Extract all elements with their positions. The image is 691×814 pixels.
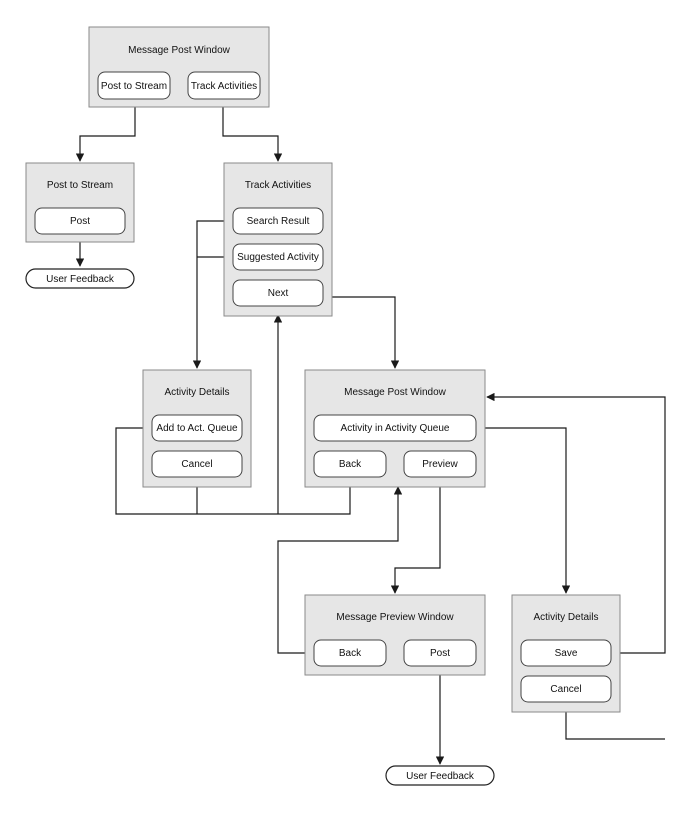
- post-button[interactable]: Post: [403, 639, 477, 667]
- window-title: Message Post Window: [128, 45, 230, 56]
- activity-details-window-left: Activity Details Add to Act. Queue Cance…: [142, 369, 252, 488]
- svg-text:Post: Post: [70, 216, 90, 227]
- activity-in-queue-button[interactable]: Activity in Activity Queue: [313, 414, 477, 442]
- post-to-stream-window: Post to Stream Post: [25, 162, 135, 243]
- search-result-button[interactable]: Search Result: [232, 207, 324, 235]
- connector-cancel-right: [565, 704, 665, 740]
- post-to-stream-button[interactable]: Post to Stream: [97, 71, 171, 100]
- svg-text:Back: Back: [339, 648, 362, 659]
- back-button[interactable]: Back: [313, 450, 387, 478]
- user-feedback-terminal-left: User Feedback: [25, 268, 135, 289]
- window-title: Message Post Window: [344, 387, 446, 398]
- svg-text:Preview: Preview: [422, 459, 458, 470]
- track-activities-button[interactable]: Track Activities: [187, 71, 261, 100]
- message-post-window-mid: Message Post Window Activity in Activity…: [304, 369, 486, 488]
- post-button[interactable]: Post: [34, 207, 126, 235]
- svg-text:User Feedback: User Feedback: [46, 274, 115, 285]
- window-title: Activity Details: [533, 612, 598, 623]
- window-title: Message Preview Window: [336, 612, 454, 623]
- message-preview-window: Message Preview Window Back Post: [304, 594, 486, 676]
- svg-text:Add to Act. Queue: Add to Act. Queue: [156, 423, 238, 434]
- track-activities-window: Track Activities Search Result Suggested…: [223, 162, 333, 317]
- svg-text:Save: Save: [555, 648, 578, 659]
- add-to-queue-button[interactable]: Add to Act. Queue: [151, 414, 243, 442]
- svg-text:Search Result: Search Result: [247, 216, 310, 227]
- cancel-button[interactable]: Cancel: [520, 675, 612, 703]
- window-title: Activity Details: [164, 387, 229, 398]
- svg-text:Cancel: Cancel: [181, 459, 212, 470]
- activity-details-window-right: Activity Details Save Cancel: [511, 594, 621, 713]
- window-title: Post to Stream: [47, 180, 113, 191]
- connector-track-activities: [222, 100, 283, 162]
- message-post-window-top: Message Post Window Post to Stream Track…: [88, 26, 270, 108]
- svg-text:Back: Back: [339, 459, 362, 470]
- svg-text:Next: Next: [268, 288, 289, 299]
- connector-activity-in-queue: [476, 427, 571, 594]
- svg-text:Post: Post: [430, 648, 450, 659]
- connector-search-result: [192, 220, 233, 369]
- svg-text:Track Activities: Track Activities: [191, 81, 257, 92]
- back-button[interactable]: Back: [313, 639, 387, 667]
- connectors: [75, 100, 666, 765]
- suggested-activity-button[interactable]: Suggested Activity: [232, 243, 324, 271]
- cancel-button[interactable]: Cancel: [151, 450, 243, 478]
- svg-text:User Feedback: User Feedback: [406, 771, 475, 782]
- connector-save: [486, 392, 666, 654]
- svg-text:Activity in Activity Queue: Activity in Activity Queue: [341, 423, 450, 434]
- next-button[interactable]: Next: [232, 279, 324, 307]
- connector-preview: [390, 478, 441, 594]
- svg-text:Post to Stream: Post to Stream: [101, 81, 167, 92]
- window-title: Track Activities: [245, 180, 311, 191]
- connector-preview-back: [277, 486, 403, 654]
- connector-add-to-queue: [115, 427, 351, 515]
- preview-button[interactable]: Preview: [403, 450, 477, 478]
- svg-text:Cancel: Cancel: [550, 684, 581, 695]
- svg-text:Suggested Activity: Suggested Activity: [237, 252, 319, 263]
- connector-next: [323, 296, 400, 369]
- user-feedback-terminal-bottom: User Feedback: [385, 765, 495, 786]
- connector-post-to-stream: [75, 100, 136, 162]
- save-button[interactable]: Save: [520, 639, 612, 667]
